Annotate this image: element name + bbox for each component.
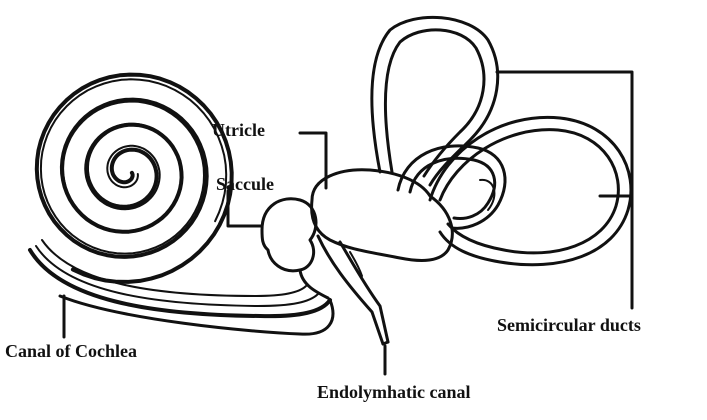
label-saccule: Saccule xyxy=(216,175,274,193)
cochlea-canal xyxy=(30,240,333,334)
semicircular-ducts-shape xyxy=(372,17,631,264)
saccule-leader xyxy=(228,191,262,226)
saccule-shape xyxy=(262,199,328,298)
label-endolymphatic-canal: Endolymhatic canal xyxy=(317,383,471,401)
label-utricle: Utricle xyxy=(212,121,265,139)
label-semicircular-ducts: Semicircular ducts xyxy=(497,316,641,334)
semicircular-leader-top xyxy=(497,72,632,308)
cochlea-spiral xyxy=(37,75,232,282)
label-canal-of-cochlea: Canal of Cochlea xyxy=(5,342,137,360)
